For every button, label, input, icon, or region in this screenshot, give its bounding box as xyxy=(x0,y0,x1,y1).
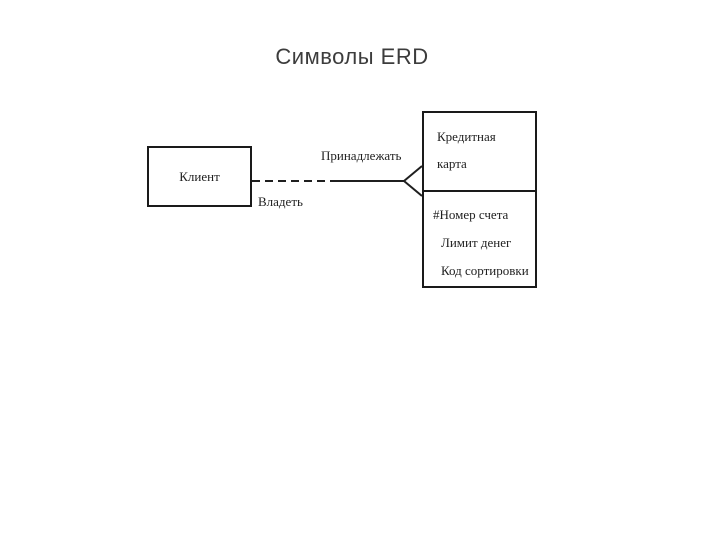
relationship-connector xyxy=(252,165,423,197)
entity-client: Клиент xyxy=(147,146,252,207)
relationship-label-own: Владеть xyxy=(258,194,303,209)
crow-foot-many-icon xyxy=(403,165,423,197)
entity-client-label: Клиент xyxy=(179,168,220,184)
entity-credit-card-title-line2: карта xyxy=(437,156,467,171)
entity-credit-card-attributes: #Номер счета Лимит денег Код сортировки xyxy=(424,192,535,285)
attribute-item: #Номер счета xyxy=(433,207,509,222)
entity-credit-card: Кредитная карта #Номер счета Лимит денег… xyxy=(422,111,537,288)
attribute-item: Код сортировки xyxy=(441,263,529,278)
crow-foot-upper-prong xyxy=(403,165,423,182)
page-title: Символы ERD xyxy=(275,44,429,69)
crow-foot-lower-prong xyxy=(403,180,423,197)
entity-credit-card-title: Кредитная карта xyxy=(424,113,535,192)
entity-credit-card-title-line1: Кредитная xyxy=(437,129,496,144)
relationship-label-belong: Принадлежать xyxy=(321,148,402,163)
attribute-item: Лимит денег xyxy=(441,235,512,250)
